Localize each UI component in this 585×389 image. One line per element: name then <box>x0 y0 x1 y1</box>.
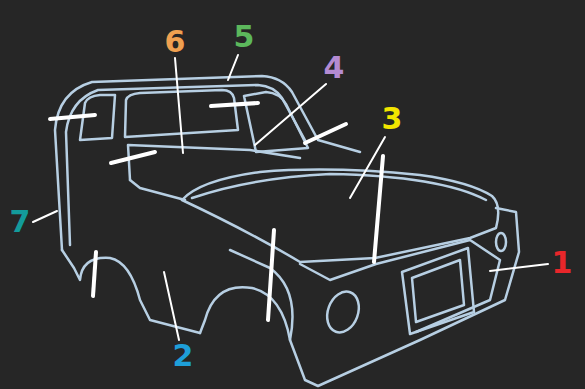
body-outline <box>55 76 519 386</box>
round-opening <box>322 287 365 337</box>
section-mark <box>211 103 258 106</box>
callout-number: 3 <box>382 104 403 134</box>
fascia-inner <box>300 240 500 332</box>
section-mark <box>50 115 95 119</box>
headlight-inner <box>412 260 464 322</box>
front-wheel-arch <box>200 287 290 340</box>
callout-number: 4 <box>324 53 345 83</box>
section-mark <box>268 230 274 320</box>
cab-outline <box>55 76 360 250</box>
section-mark <box>374 156 383 262</box>
cab-inner-line <box>66 85 306 245</box>
callout-number: 6 <box>165 27 186 57</box>
callout-number: 7 <box>10 207 31 237</box>
leader-lines <box>33 55 548 340</box>
leader-line <box>175 58 183 153</box>
hood <box>182 170 498 262</box>
callout-number: 2 <box>173 341 194 371</box>
small-opening <box>496 233 506 251</box>
section-mark <box>111 152 155 163</box>
windshield <box>244 92 308 152</box>
callout-number: 5 <box>234 22 255 52</box>
hood-crease <box>192 174 486 200</box>
leader-line <box>164 272 179 340</box>
leader-line <box>490 264 548 271</box>
section-marks <box>50 103 383 320</box>
leader-line <box>350 137 385 198</box>
callout-number: 1 <box>552 248 573 278</box>
body-side-line <box>130 180 185 200</box>
section-mark <box>93 252 96 296</box>
leader-line <box>255 84 326 145</box>
section-mark <box>305 124 346 143</box>
headlight-opening <box>402 248 474 334</box>
leader-line <box>228 55 238 80</box>
rear-wheel-arch <box>62 250 200 333</box>
leader-line <box>33 211 57 222</box>
